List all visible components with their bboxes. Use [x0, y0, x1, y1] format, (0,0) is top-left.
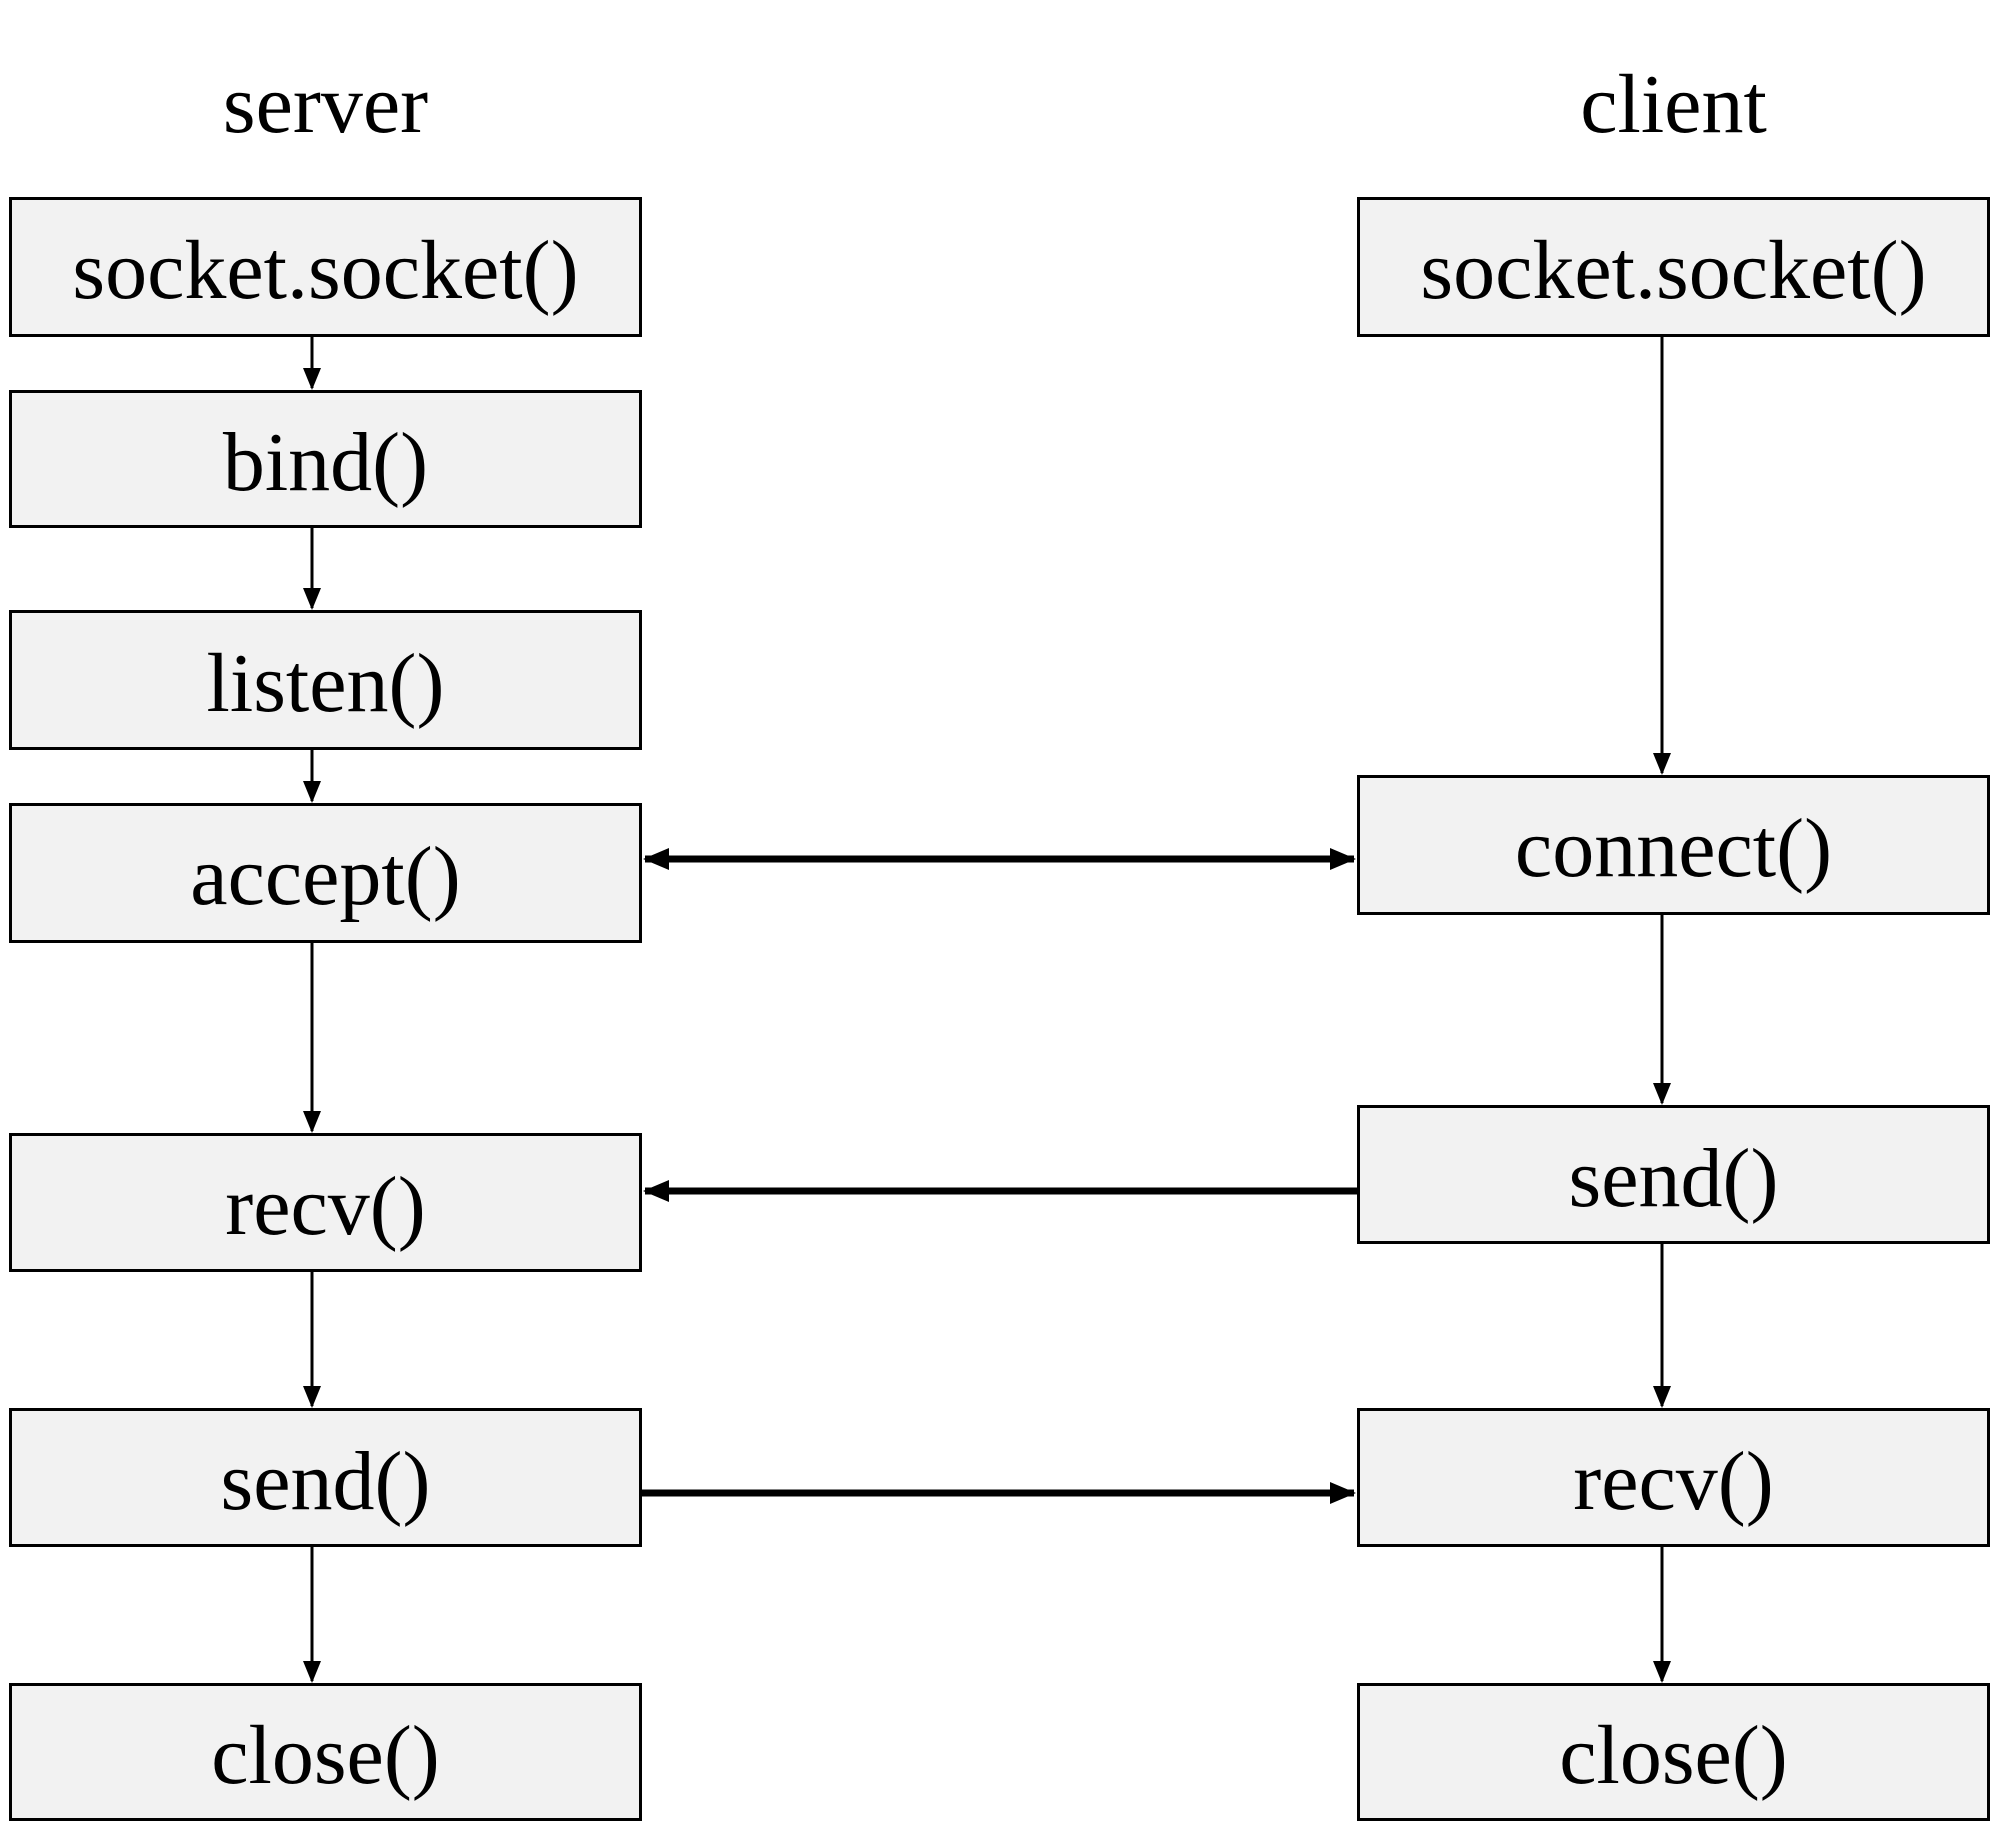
server-step-listen: listen() — [9, 610, 642, 750]
client-step-send: send() — [1357, 1105, 1990, 1244]
server-step-accept-label: accept() — [190, 830, 461, 923]
server-step-send-label: send() — [220, 1434, 431, 1528]
server-step-listen-label: listen() — [206, 637, 445, 730]
server-step-recv-label: recv() — [225, 1159, 426, 1253]
client-step-recv: recv() — [1357, 1408, 1990, 1547]
client-step-close: close() — [1357, 1683, 1990, 1821]
server-step-socket-label: socket.socket() — [72, 224, 579, 317]
client-column-title: client — [1580, 58, 1767, 151]
server-step-send: send() — [9, 1408, 642, 1547]
client-step-recv-label: recv() — [1573, 1434, 1774, 1528]
server-step-recv: recv() — [9, 1133, 642, 1272]
client-step-connect-label: connect() — [1514, 802, 1833, 895]
server-step-bind: bind() — [9, 390, 642, 528]
client-step-send-label: send() — [1568, 1131, 1779, 1225]
server-step-accept: accept() — [9, 803, 642, 943]
client-step-socket-label: socket.socket() — [1420, 224, 1927, 317]
client-step-close-label: close() — [1559, 1709, 1788, 1802]
server-step-close-label: close() — [211, 1709, 440, 1802]
client-step-connect: connect() — [1357, 775, 1990, 915]
client-step-socket: socket.socket() — [1357, 197, 1990, 337]
server-step-socket: socket.socket() — [9, 197, 642, 337]
server-step-close: close() — [9, 1683, 642, 1821]
server-column-title: server — [222, 58, 429, 151]
server-step-bind-label: bind() — [222, 416, 429, 509]
